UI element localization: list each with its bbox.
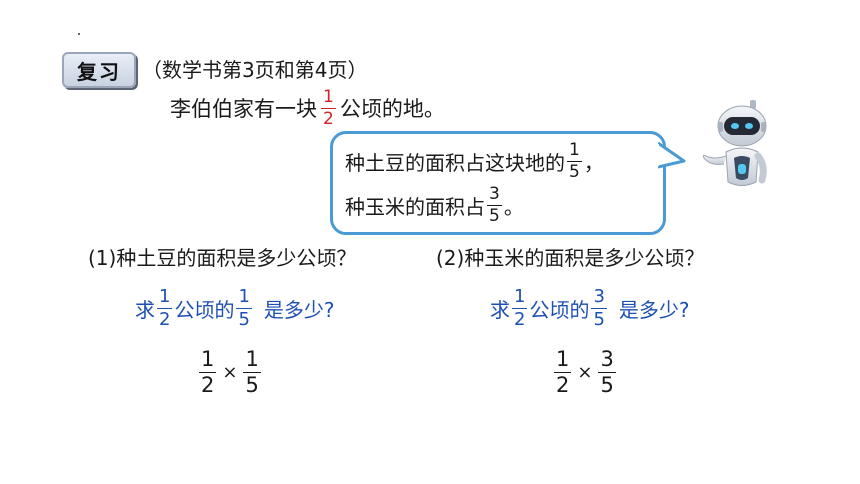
fraction-bar <box>157 307 173 309</box>
fraction-bar <box>554 371 572 373</box>
bubble-tail <box>658 141 686 169</box>
question-2: (2)种玉米的面积是多少公顷？ <box>436 246 705 270</box>
fraction-denominator: 2 <box>201 372 215 397</box>
book-reference: （数学书第3页和第4页） <box>142 58 368 82</box>
bubble-line1-text: 种土豆的面积占这块地的 <box>345 151 565 175</box>
fraction-numerator: 1 <box>245 346 259 371</box>
ask-fraction-a: 1 2 <box>512 285 528 330</box>
expr-fraction-b: 3 5 <box>598 346 616 397</box>
fraction-numerator: 1 <box>238 285 250 307</box>
fraction-numerator: 1 <box>514 285 526 307</box>
ask-fraction-b: 3 5 <box>591 285 607 330</box>
ask-fraction-a: 1 2 <box>157 285 173 330</box>
expr-fraction-b: 1 5 <box>243 346 261 397</box>
fraction-numerator: 3 <box>600 346 614 371</box>
expr-fraction-a: 1 2 <box>554 346 572 397</box>
decorative-dot <box>78 33 80 35</box>
ask-suffix: 是多少? <box>263 297 335 322</box>
fraction-bar <box>487 205 502 206</box>
multiply-sign: × <box>222 361 238 383</box>
bubble-line-corn: 种玉米的面积占 3 5 。 <box>345 186 524 225</box>
fraction-numerator: 1 <box>201 346 215 371</box>
bubble-fraction-potato: 1 5 <box>567 142 582 181</box>
fraction-numerator: 1 <box>323 86 334 107</box>
review-badge-label: 复习 <box>77 59 121 84</box>
intro-text-before: 李伯伯家有一块 <box>170 97 317 121</box>
fraction-numerator: 1 <box>159 285 171 307</box>
expr-fraction-a: 1 2 <box>199 346 217 397</box>
bubble-line2-end: 。 <box>503 195 524 219</box>
ask-line-2: 求 1 2 公顷的 3 5 是多少? <box>490 286 690 330</box>
fraction-bar <box>591 307 607 309</box>
review-badge: 复习 <box>62 52 136 88</box>
fraction-denominator: 2 <box>323 108 334 129</box>
fraction-numerator: 3 <box>489 184 500 204</box>
fraction-bar <box>512 307 528 309</box>
speech-bubble: 种土豆的面积占这块地的 1 5 ， 种玉米的面积占 3 5 。 <box>330 131 666 235</box>
question-1: (1)种土豆的面积是多少公顷？ <box>88 246 357 270</box>
bubble-line2-text: 种玉米的面积占 <box>345 195 485 219</box>
fraction-denominator: 5 <box>245 372 259 397</box>
fraction-bar <box>236 307 252 309</box>
fraction-bar <box>598 371 616 373</box>
intro-fraction: 1 2 <box>321 86 336 129</box>
ask-mid: 公顷的 <box>529 297 590 322</box>
robot-icon <box>702 100 767 186</box>
fraction-denominator: 5 <box>489 206 500 226</box>
ask-prefix: 求 <box>490 297 510 322</box>
fraction-denominator: 5 <box>600 372 614 397</box>
expression-2: 1 2 × 3 5 <box>552 344 618 400</box>
ask-prefix: 求 <box>135 297 155 322</box>
fraction-denominator: 2 <box>514 308 526 330</box>
fraction-denominator: 5 <box>569 162 580 182</box>
fraction-denominator: 5 <box>593 308 605 330</box>
intro-text-after: 公顷的地。 <box>339 97 445 121</box>
multiply-sign: × <box>577 361 593 383</box>
fraction-bar <box>321 107 336 109</box>
ask-suffix: 是多少? <box>618 297 690 322</box>
bubble-fraction-corn: 3 5 <box>487 186 502 225</box>
fraction-denominator: 2 <box>159 308 171 330</box>
ask-line-1: 求 1 2 公顷的 1 5 是多少? <box>135 286 335 330</box>
intro-sentence: 李伯伯家有一块 1 2 公顷的地。 <box>170 86 445 130</box>
fraction-bar <box>567 161 582 162</box>
bubble-line1-end: ， <box>583 151 604 175</box>
fraction-denominator: 5 <box>238 308 250 330</box>
bubble-line-potato: 种土豆的面积占这块地的 1 5 ， <box>345 142 604 181</box>
ask-mid: 公顷的 <box>174 297 235 322</box>
fraction-numerator: 1 <box>569 140 580 160</box>
fraction-numerator: 1 <box>556 346 570 371</box>
fraction-bar <box>243 371 261 373</box>
ask-fraction-b: 1 5 <box>236 285 252 330</box>
fraction-numerator: 3 <box>593 285 605 307</box>
fraction-bar <box>199 371 217 373</box>
expression-1: 1 2 × 1 5 <box>197 344 263 400</box>
fraction-denominator: 2 <box>556 372 570 397</box>
